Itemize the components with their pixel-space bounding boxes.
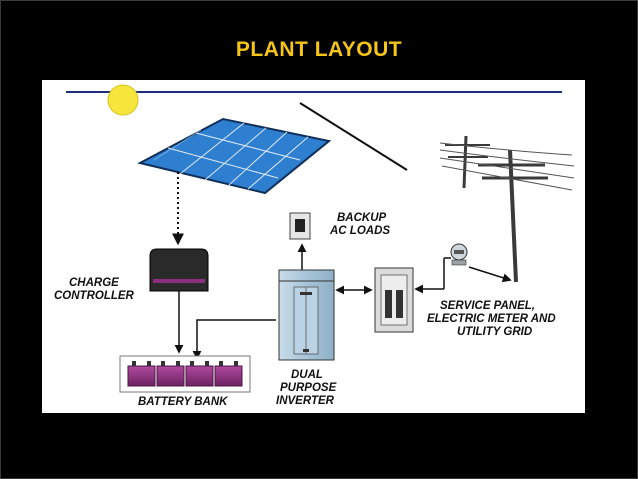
roof-line	[299, 102, 408, 171]
electric-meter	[450, 243, 468, 266]
backup-label-1: BACKUP	[337, 212, 387, 224]
battery-to-inverter-wire	[192, 319, 276, 360]
backup-loads-box	[289, 212, 311, 240]
charge-controller	[149, 248, 209, 292]
sun-icon	[107, 84, 139, 116]
meter-to-pole-wire	[468, 266, 512, 283]
charge-label-1: CHARGE	[69, 277, 119, 289]
utility-pole-icon	[439, 135, 575, 283]
service-label-2: ELECTRIC METER AND	[427, 313, 556, 325]
inverter-label-3: INVERTER	[276, 395, 335, 407]
solar-panel-array	[137, 117, 332, 195]
backup-label-2: AC LOADS	[329, 225, 390, 237]
service-panel	[374, 267, 414, 333]
inverter-label-2: PURPOSE	[280, 382, 337, 394]
service-label-3: UTILITY GRID	[457, 326, 532, 338]
battery-bank	[119, 355, 251, 393]
charge-label-2: CONTROLLER	[54, 290, 135, 302]
inverter-label-1: DUAL	[291, 369, 323, 381]
battery-label: BATTERY BANK	[138, 396, 228, 408]
slide-title: PLANT LAYOUT	[235, 38, 403, 61]
service-label-1: SERVICE PANEL,	[440, 300, 535, 312]
dual-purpose-inverter	[278, 269, 335, 361]
